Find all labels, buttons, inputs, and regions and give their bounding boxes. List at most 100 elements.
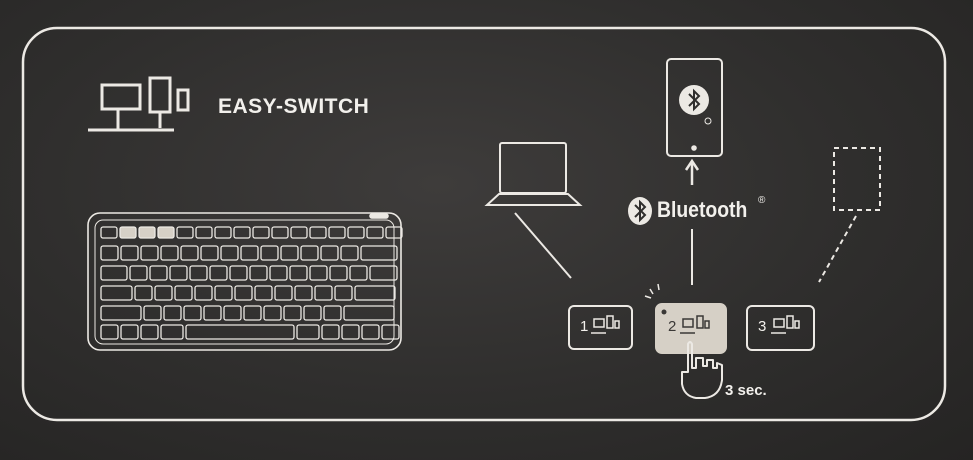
keyboard-key [271, 226, 289, 239]
bluetooth-label: Bluetooth [657, 197, 748, 222]
keyboard-key [347, 226, 365, 239]
keyboard-key [214, 226, 232, 239]
easy-switch-icon [88, 76, 190, 132]
keyboard-key [234, 285, 253, 301]
blink-rays [644, 283, 660, 299]
keyboard-key [280, 245, 299, 261]
keyboard-key [160, 245, 179, 261]
easy-switch-key [138, 226, 156, 239]
hold-duration-label: 3 sec. [725, 382, 767, 399]
phone-icon [666, 58, 723, 157]
bluetooth-icon [628, 197, 652, 225]
easy-switch-key [119, 226, 137, 239]
outer-frame [21, 26, 947, 422]
keyboard-key [214, 285, 233, 301]
keyboard-key [100, 324, 119, 340]
keyboard-key [200, 245, 219, 261]
keyboard-key [309, 226, 327, 239]
keyboard-key [329, 265, 348, 281]
keyboard-key [354, 285, 396, 301]
keyboard-key [320, 245, 339, 261]
keyboard-key [233, 226, 251, 239]
keyboard-key [369, 265, 398, 281]
keyboard-key [183, 305, 202, 321]
channel-2-led [661, 309, 667, 315]
easy-switch-key [157, 226, 175, 239]
keyboard-key [290, 226, 308, 239]
keyboard-key [296, 324, 320, 340]
keyboard-key [334, 285, 353, 301]
keyboard-key [149, 265, 168, 281]
bluetooth-registered-mark: ® [758, 195, 766, 206]
keyboard-illustration [87, 212, 403, 351]
keyboard-key [249, 265, 268, 281]
keyboard-key [185, 324, 295, 340]
empty-device-icon [818, 147, 881, 283]
keyboard-key [349, 265, 368, 281]
keyboard-key [323, 305, 342, 321]
keyboard-key [154, 285, 173, 301]
keyboard-key [100, 226, 118, 239]
keyboard-key [143, 305, 162, 321]
up-arrow-head [684, 158, 700, 171]
keyboard-key [366, 226, 384, 239]
keyboard-key [294, 285, 313, 301]
easy-switch-title: EASY-SWITCH [218, 95, 370, 118]
keyboard-key [314, 285, 333, 301]
keyboard-key [180, 245, 199, 261]
keyboard-key [100, 285, 133, 301]
keyboard-key [240, 245, 259, 261]
keyboard-key [134, 285, 153, 301]
keyboard-key [163, 305, 182, 321]
keyboard-key [203, 305, 222, 321]
channel-1-device-icon [591, 315, 620, 334]
keyboard-key [195, 226, 213, 239]
channel-3-device-icon [771, 315, 800, 334]
keyboard-key [254, 285, 273, 301]
channel-3-number: 3 [758, 318, 767, 335]
keyboard-key [120, 324, 139, 340]
keyboard-key [100, 305, 142, 321]
laptop-icon [484, 142, 583, 279]
keyboard-key [160, 324, 184, 340]
keyboard-key [169, 265, 188, 281]
keyboard-key [140, 324, 159, 340]
keyboard-key [289, 265, 308, 281]
keyboard-key [209, 265, 228, 281]
keyboard-key [321, 324, 340, 340]
keyboard-key [303, 305, 322, 321]
pressing-hand-icon [681, 341, 723, 399]
keyboard-key [300, 245, 319, 261]
keyboard-key [120, 245, 139, 261]
keyboard-key [100, 265, 128, 281]
keyboard-key [269, 265, 288, 281]
keyboard-key [260, 245, 279, 261]
channel-2-number: 2 [668, 318, 677, 335]
keyboard-key [385, 226, 403, 239]
keyboard-key [129, 265, 148, 281]
channel-1-button[interactable] [568, 305, 633, 350]
keyboard-key [381, 324, 400, 340]
keyboard-key [243, 305, 262, 321]
keyboard-key [194, 285, 213, 301]
keyboard-key [220, 245, 239, 261]
keyboard-key [263, 305, 282, 321]
keyboard-key [340, 245, 359, 261]
keyboard-key [252, 226, 270, 239]
keyboard-key [283, 305, 302, 321]
keyboard-key [174, 285, 193, 301]
keyboard-key [360, 245, 398, 261]
channel-1-number: 1 [580, 318, 589, 335]
keyboard-key [229, 265, 248, 281]
keyboard-key [361, 324, 380, 340]
keyboard-key [223, 305, 242, 321]
keyboard-key [341, 324, 360, 340]
channel-3-button[interactable] [746, 305, 815, 351]
keyboard-key [100, 245, 119, 261]
keyboard-key [309, 265, 328, 281]
keyboard-key [189, 265, 208, 281]
channel-2-device-icon [680, 315, 710, 334]
keyboard-key [328, 226, 346, 239]
keyboard-key [176, 226, 194, 239]
